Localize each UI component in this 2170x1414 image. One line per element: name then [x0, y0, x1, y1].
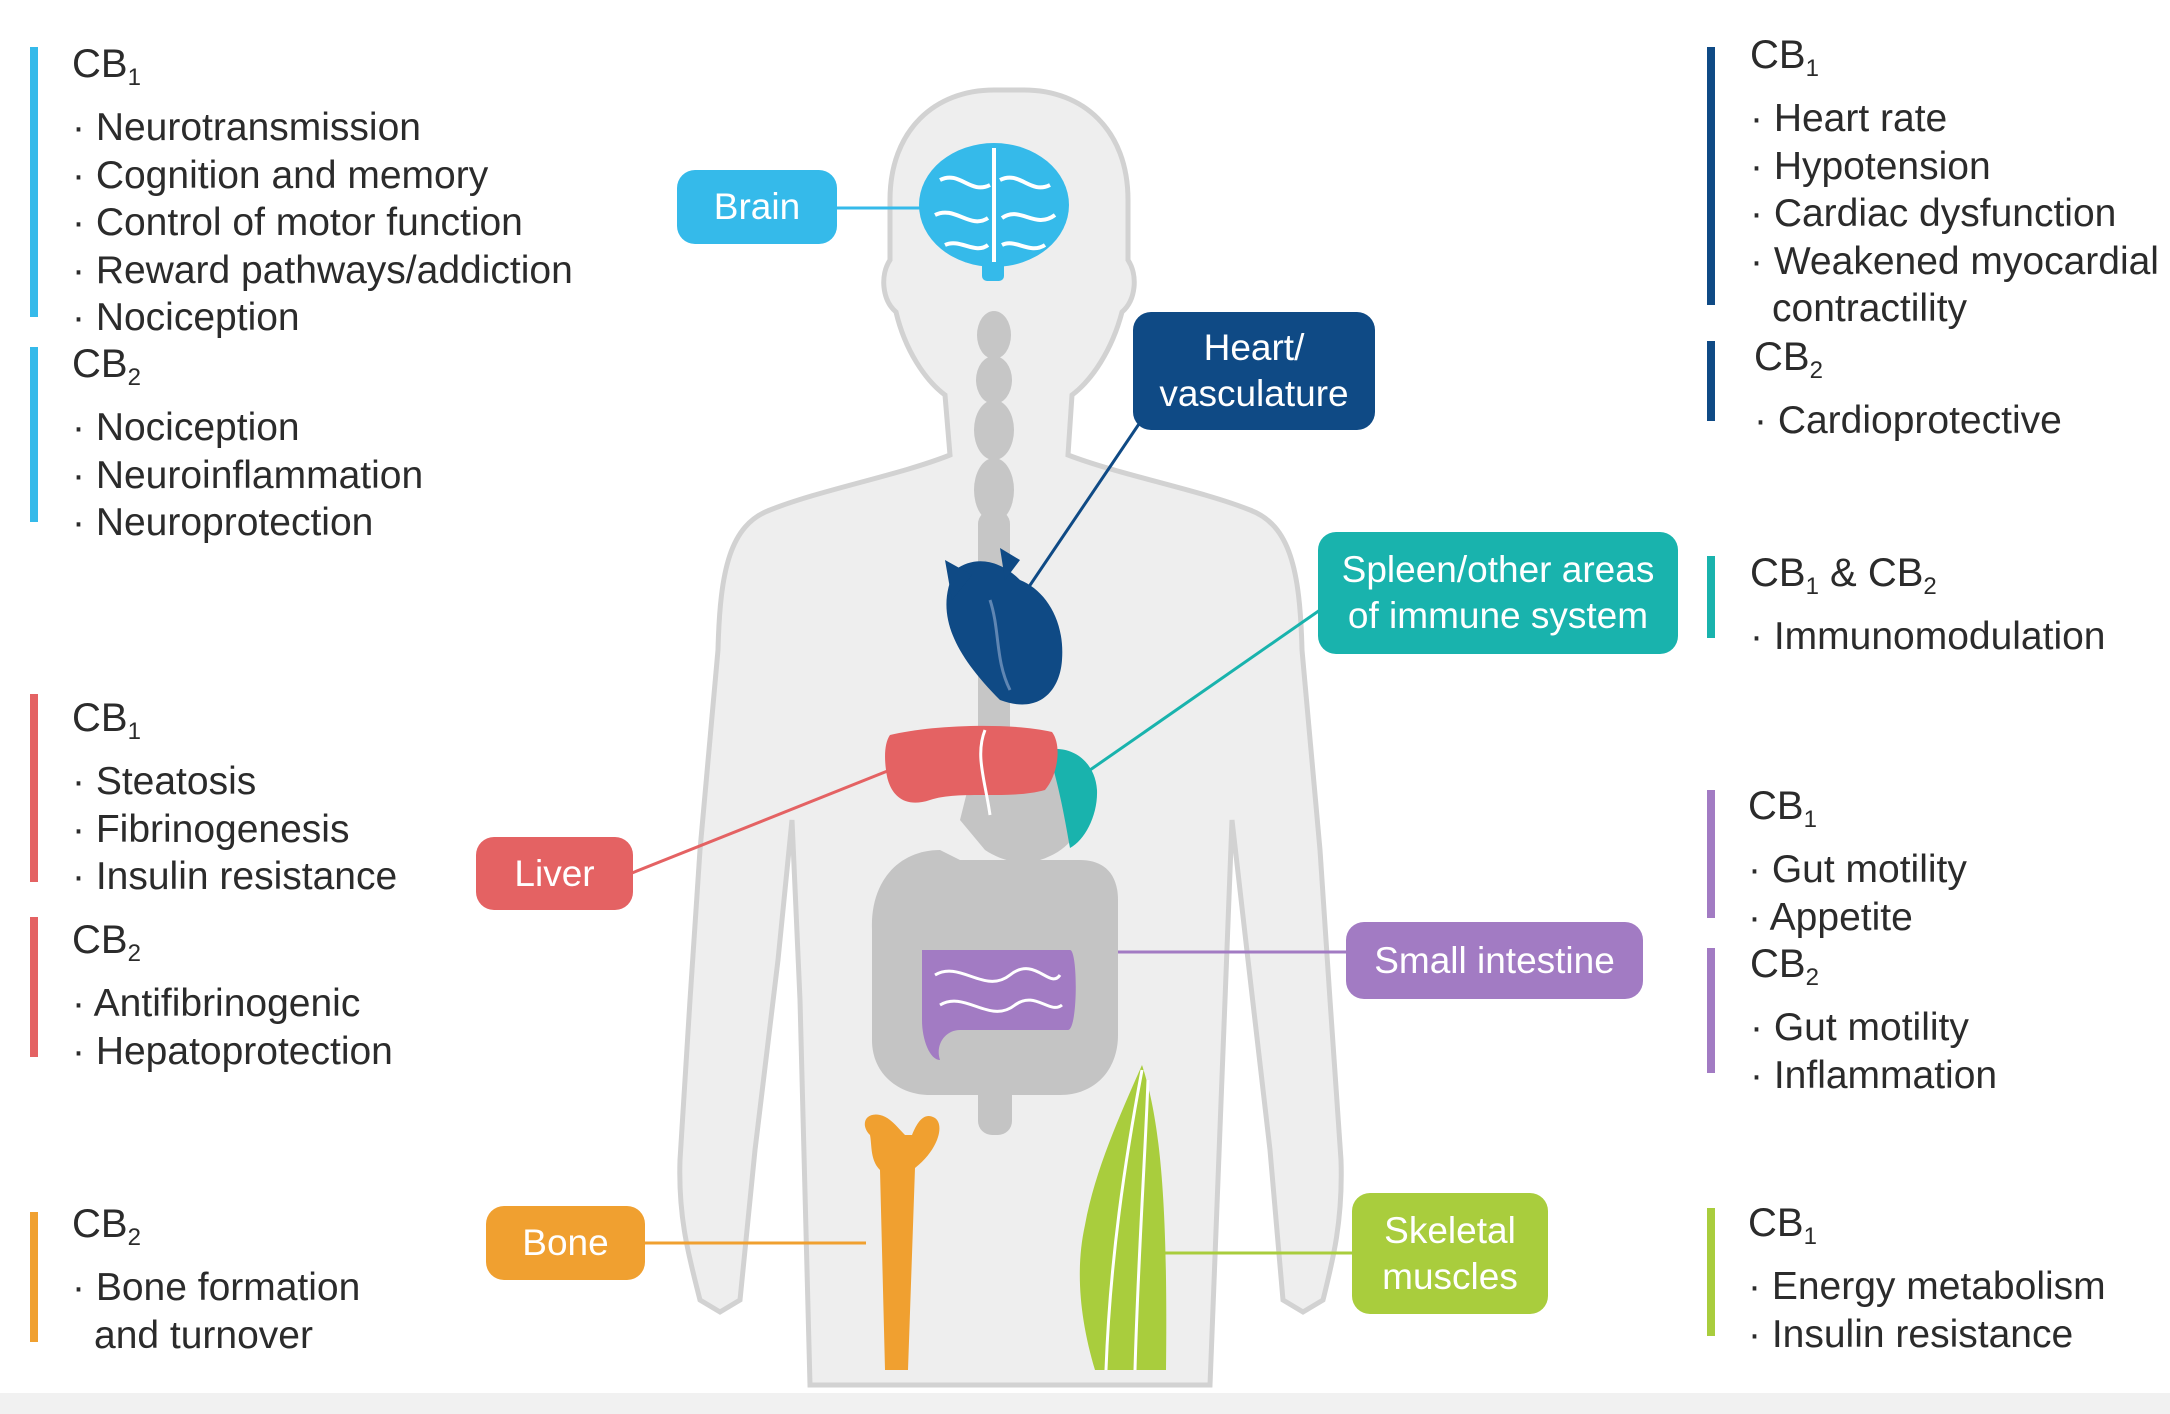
- intestine-cb1-list: CB1 Gut motility Appetite: [1748, 784, 1967, 941]
- effect-item: Cardiac dysfunction: [1750, 190, 2159, 238]
- effect-item: Energy metabolism: [1748, 1263, 2106, 1311]
- effect-item: Nociception: [72, 404, 423, 452]
- brain-cb1-list: CB1 Neurotransmission Cognition and memo…: [72, 42, 573, 342]
- heart-cb1-bar: [1707, 47, 1715, 305]
- effect-item: Gut motility: [1750, 1004, 1997, 1052]
- organ-label-heart: Heart/ vasculature: [1133, 312, 1375, 430]
- receptor-label: CB2: [72, 1202, 360, 1260]
- effect-item: Control of motor function: [72, 199, 573, 247]
- effect-item-continuation: contractility: [1750, 285, 2159, 333]
- receptor-label: CB1: [1750, 33, 2159, 91]
- liver-cb1-bar: [30, 694, 38, 882]
- liver-cb1-list: CB1 Steatosis Fibrinogenesis Insulin res…: [72, 696, 397, 901]
- receptor-label: CB2: [1750, 942, 1997, 1000]
- receptor-label: CB1: [72, 696, 397, 754]
- bone-cb2-list: CB2 Bone formation and turnover: [72, 1202, 360, 1359]
- effect-item: Insulin resistance: [1748, 1311, 2106, 1359]
- effect-item: Fibrinogenesis: [72, 806, 397, 854]
- brain-cb1-bar: [30, 47, 38, 317]
- heart-cb1-list: CB1 Heart rate Hypotension Cardiac dysfu…: [1750, 33, 2159, 333]
- spleen-cb-bar: [1707, 556, 1715, 638]
- organ-label-spleen: Spleen/other areas of immune system: [1318, 532, 1678, 654]
- effect-item: Reward pathways/addiction: [72, 247, 573, 295]
- intestine-cb2-list: CB2 Gut motility Inflammation: [1750, 942, 1997, 1099]
- receptor-label: CB2: [72, 342, 423, 400]
- effect-item: Antifibrinogenic: [72, 980, 393, 1028]
- brain-cb2-list: CB2 Nociception Neuroinflammation Neurop…: [72, 342, 423, 547]
- receptor-label: CB1: [1748, 1201, 2106, 1259]
- effect-item: Hypotension: [1750, 143, 2159, 191]
- liver-cb2-bar: [30, 917, 38, 1057]
- effect-item: Appetite: [1748, 894, 1967, 942]
- effect-item: Cardioprotective: [1754, 397, 2062, 445]
- heart-cb2-list: CB2 Cardioprotective: [1754, 335, 2062, 445]
- spleen-cb-list: CB1 & CB2 Immunomodulation: [1750, 551, 2106, 661]
- organ-label-bone: Bone: [486, 1206, 645, 1280]
- brain-cb2-bar: [30, 347, 38, 522]
- receptor-label: CB2: [72, 918, 393, 976]
- effect-item: Immunomodulation: [1750, 613, 2106, 661]
- effect-item: Gut motility: [1748, 846, 1967, 894]
- receptor-label: CB1: [72, 42, 573, 100]
- effect-item: Nociception: [72, 294, 573, 342]
- organ-label-skeletal-muscles: Skeletal muscles: [1352, 1193, 1548, 1314]
- effect-item: Bone formation: [72, 1264, 360, 1312]
- effect-item: Steatosis: [72, 758, 397, 806]
- organ-label-small-intestine: Small intestine: [1346, 922, 1643, 999]
- effect-item-continuation: and turnover: [72, 1312, 360, 1360]
- effect-item: Insulin resistance: [72, 853, 397, 901]
- receptor-label: CB1: [1748, 784, 1967, 842]
- muscle-cb1-bar: [1707, 1208, 1715, 1336]
- muscle-cb1-list: CB1 Energy metabolism Insulin resistance: [1748, 1201, 2106, 1358]
- heart-cb2-bar: [1707, 341, 1715, 421]
- effect-item: Inflammation: [1750, 1052, 1997, 1100]
- intestine-cb2-bar: [1707, 948, 1715, 1073]
- receptor-label: CB2: [1754, 335, 2062, 393]
- organ-label-liver: Liver: [476, 837, 633, 910]
- bottom-strip: [0, 1393, 2170, 1414]
- liver-cb2-list: CB2 Antifibrinogenic Hepatoprotection: [72, 918, 393, 1075]
- effect-item: Neuroprotection: [72, 499, 423, 547]
- receptor-label: CB1 & CB2: [1750, 551, 2106, 609]
- effect-item: Hepatoprotection: [72, 1028, 393, 1076]
- organ-label-brain: Brain: [677, 170, 837, 244]
- effect-item: Heart rate: [1750, 95, 2159, 143]
- intestine-cb1-bar: [1707, 790, 1715, 918]
- bone-cb2-bar: [30, 1212, 38, 1342]
- effect-item: Weakened myocardial: [1750, 238, 2159, 286]
- effect-item: Cognition and memory: [72, 152, 573, 200]
- effect-item: Neuroinflammation: [72, 452, 423, 500]
- effect-item: Neurotransmission: [72, 104, 573, 152]
